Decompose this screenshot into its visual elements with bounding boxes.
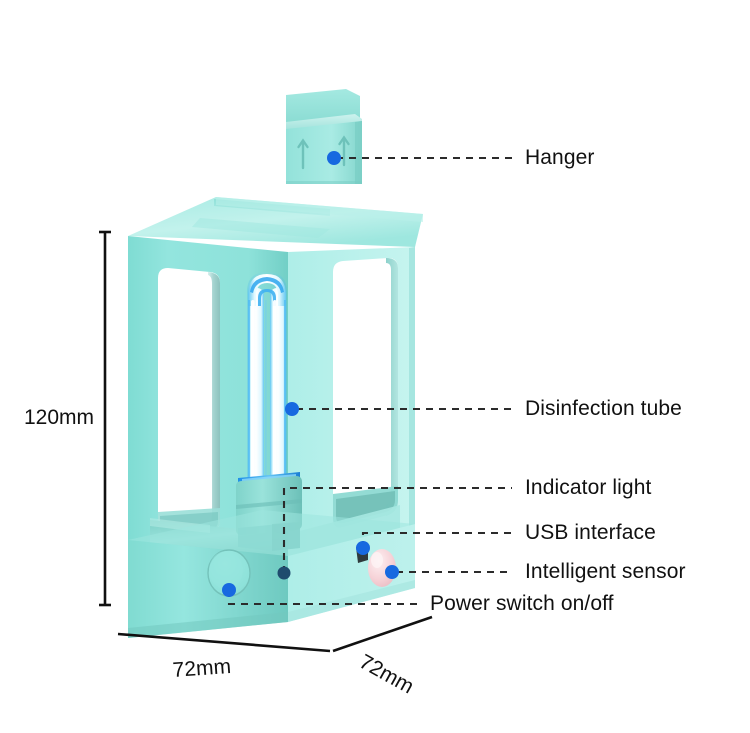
connector-dot-hanger [327, 151, 341, 165]
dimension-line-depth [332, 615, 433, 653]
dimension-label-height: 120mm [24, 406, 95, 429]
connector-dot-indicator-light [277, 566, 291, 580]
callout-label-intelligent-sensor: Intelligent sensor [525, 560, 686, 583]
callout-label-indicator-light: Indicator light [525, 476, 652, 499]
lamp-body [128, 197, 423, 638]
connector-dots [222, 151, 399, 597]
connector-dot-disinfection-tube [285, 402, 299, 416]
connector-dot-power-switch [222, 583, 236, 597]
dimension-label-width: 72mm [171, 654, 232, 682]
power-button[interactable] [207, 549, 251, 597]
callout-label-disinfection-tube: Disinfection tube [525, 397, 682, 420]
hanger-part [286, 89, 362, 184]
connector-dot-usb-interface [356, 541, 370, 555]
callout-label-hanger: Hanger [525, 146, 595, 169]
uv-tube [247, 272, 287, 488]
connector-dot-intelligent-sensor [385, 565, 399, 579]
callout-label-usb-interface: USB interface [525, 521, 656, 544]
leader-indicator-light [282, 486, 512, 573]
hanger-arrow-icons [297, 135, 350, 170]
dimension-line-width [117, 632, 331, 653]
callout-label-power-switch: Power switch on/off [430, 592, 614, 615]
dimension-lines [99, 230, 433, 653]
